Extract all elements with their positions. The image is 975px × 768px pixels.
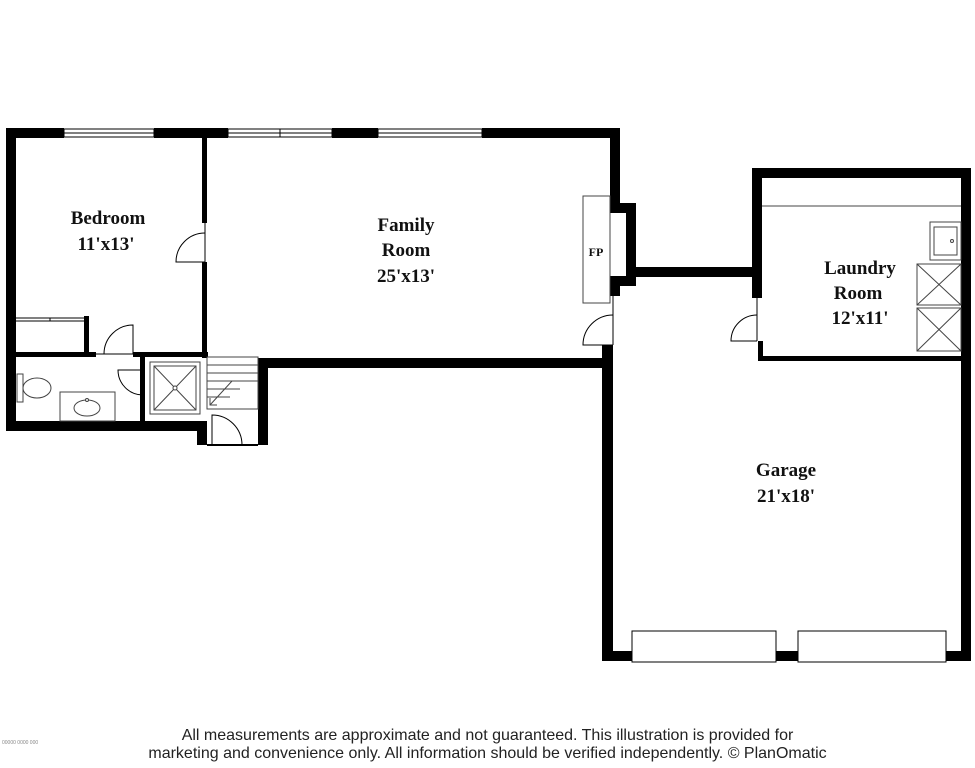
garage-size: 21'x18'	[757, 486, 815, 507]
laundry-room-label-line2: Room	[834, 283, 883, 304]
doors	[96, 223, 758, 446]
stairs	[206, 356, 259, 410]
exterior-walls	[6, 128, 971, 661]
family-room-label-line2: Room	[382, 240, 431, 261]
toilet-tank	[16, 373, 24, 403]
bathroom-fixtures	[16, 361, 201, 422]
garage-doors	[631, 630, 947, 663]
laundry-room-label-line1: Laundry	[824, 258, 896, 279]
family-room-size: 25'x13'	[377, 266, 435, 287]
family-room-label-line1: Family	[378, 215, 435, 236]
plan-id: 00000 0000 000	[2, 740, 39, 746]
garage-label: Garage	[756, 460, 816, 481]
toilet-bowl	[22, 377, 52, 399]
windows	[63, 128, 483, 138]
disclaimer-line1: All measurements are approximate and not…	[181, 727, 794, 744]
bedroom-size: 11'x13'	[77, 234, 134, 255]
sink-basin	[73, 399, 101, 417]
laundry-fixtures	[762, 205, 962, 352]
bedroom-label: Bedroom	[71, 208, 146, 229]
disclaimer-line2: marketing and convenience only. All info…	[148, 745, 827, 762]
interior-walls	[16, 138, 208, 421]
fireplace-label: FP	[589, 245, 604, 259]
laundry-room-size: 12'x11'	[831, 308, 888, 329]
fireplace	[582, 195, 611, 304]
closet	[16, 317, 84, 322]
